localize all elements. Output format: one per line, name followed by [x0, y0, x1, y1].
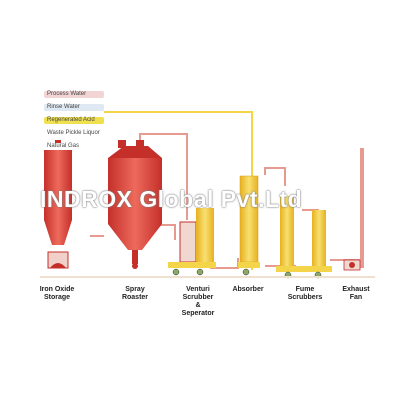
- fume-scrubbers: [276, 196, 332, 279]
- legend-item: Process Water: [44, 90, 104, 99]
- legend-swatch: [44, 91, 104, 98]
- label-venturi-scrubber: Venturi Scrubber & Seperator: [181, 286, 215, 317]
- ground-line: [40, 276, 375, 278]
- watermark: INDROX Global Pvt.Ltd: [40, 186, 303, 212]
- spray-roaster: [108, 140, 162, 269]
- venturi-scrubber: [168, 208, 216, 276]
- legend-swatch: [44, 117, 104, 124]
- label-absorber: Absorber: [232, 286, 264, 293]
- legend-item: Waste Pickle Liquor: [44, 129, 104, 138]
- legend-label: Regenerated Acid: [47, 117, 95, 123]
- legend-label: Waste Pickle Liquor: [47, 130, 100, 136]
- label-iron-oxide-storage: Iron Oxide Storage: [39, 286, 75, 301]
- absorber: [238, 175, 260, 276]
- legend-label: Natural Gas: [47, 143, 80, 149]
- legend-item: Regenerated Acid: [44, 116, 104, 125]
- legend-label: Process Water: [47, 91, 87, 97]
- legend-item: Rinse Water: [44, 103, 104, 112]
- label-exhaust-fan: Exhaust Fan: [342, 286, 370, 301]
- label-fume-scrubbers: Fume Scrubbers: [287, 286, 323, 301]
- legend: Process Water Rinse Water Regenerated Ac…: [44, 90, 104, 155]
- label-spray-roaster: Spray Roaster: [121, 286, 149, 301]
- legend-label: Rinse Water: [47, 104, 80, 110]
- legend-swatch: [44, 143, 104, 150]
- legend-item: Natural Gas: [44, 142, 104, 151]
- exhaust-fan: [343, 148, 364, 271]
- legend-swatch: [44, 104, 104, 111]
- legend-swatch: [44, 130, 104, 137]
